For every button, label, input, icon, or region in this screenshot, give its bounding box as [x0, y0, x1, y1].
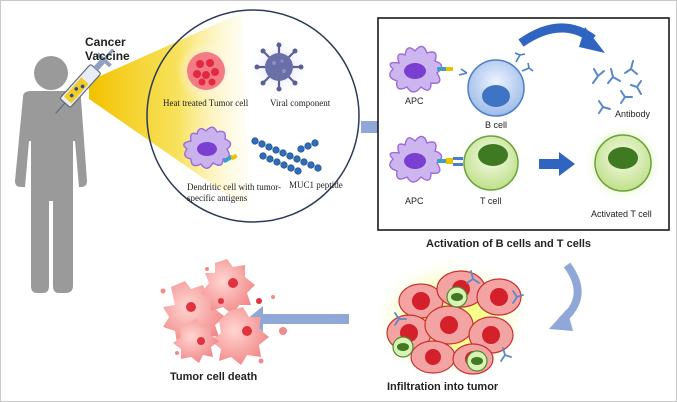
tumor-death-caption: Tumor cell death — [170, 371, 258, 383]
vaccine-label: Cancer Vaccine — [85, 35, 130, 63]
heat-tumor-label: Heat treated Tumor cell — [163, 98, 249, 108]
vaccine-label-line2: Vaccine — [85, 49, 130, 63]
arrow-to-antibody-head — [579, 27, 605, 53]
apc-top-label: APC — [405, 96, 424, 106]
peptide-chain-icon — [251, 137, 322, 175]
infiltration-caption: Infiltration into tumor — [387, 381, 499, 393]
arrow-to-infiltration-head — [549, 309, 573, 331]
apc-cell-icon — [389, 135, 453, 183]
virus-icon — [249, 37, 309, 97]
tumor-mass-icon — [369, 257, 533, 381]
muc1-label: MUC1 peptide — [289, 180, 343, 190]
vaccine-label-line1: Cancer — [85, 35, 126, 49]
dendritic-cell-label: Dendritic cell with tumor- specific anti… — [187, 182, 281, 204]
antibody-label: Antibody — [615, 109, 651, 119]
apc-bottom-label: APC — [405, 196, 424, 206]
vaccine-components-circle — [146, 9, 360, 223]
b-cell-label: B cell — [485, 120, 508, 130]
t-cell-label: T cell — [480, 196, 502, 206]
b-cell-icon — [458, 52, 534, 117]
t-cell-icon — [453, 135, 519, 191]
person-silhouette-icon — [15, 56, 87, 293]
activation-caption: Activation of B cells and T cells — [426, 238, 592, 250]
tumor-cell-icon — [176, 41, 236, 101]
arrow-to-activated-t — [539, 152, 575, 176]
apc-cell-icon — [389, 45, 453, 93]
arrow-to-cell-death — [247, 306, 349, 332]
activated-t-cell-label: Activated T cell — [591, 209, 652, 219]
dead-tumor-cells-icon — [160, 259, 287, 365]
activated-t-cell-icon — [583, 123, 663, 203]
antibody-icon — [592, 60, 642, 114]
arrow-to-infiltration — [558, 262, 582, 325]
dendritic-cell-icon — [183, 126, 238, 169]
syringe-icon — [55, 48, 115, 114]
dendritic-cell-label-line1: Dendritic cell with tumor- — [187, 182, 282, 192]
dendritic-cell-label-line2: specific antigens — [187, 193, 248, 203]
viral-component-label: Viral component — [270, 98, 331, 108]
